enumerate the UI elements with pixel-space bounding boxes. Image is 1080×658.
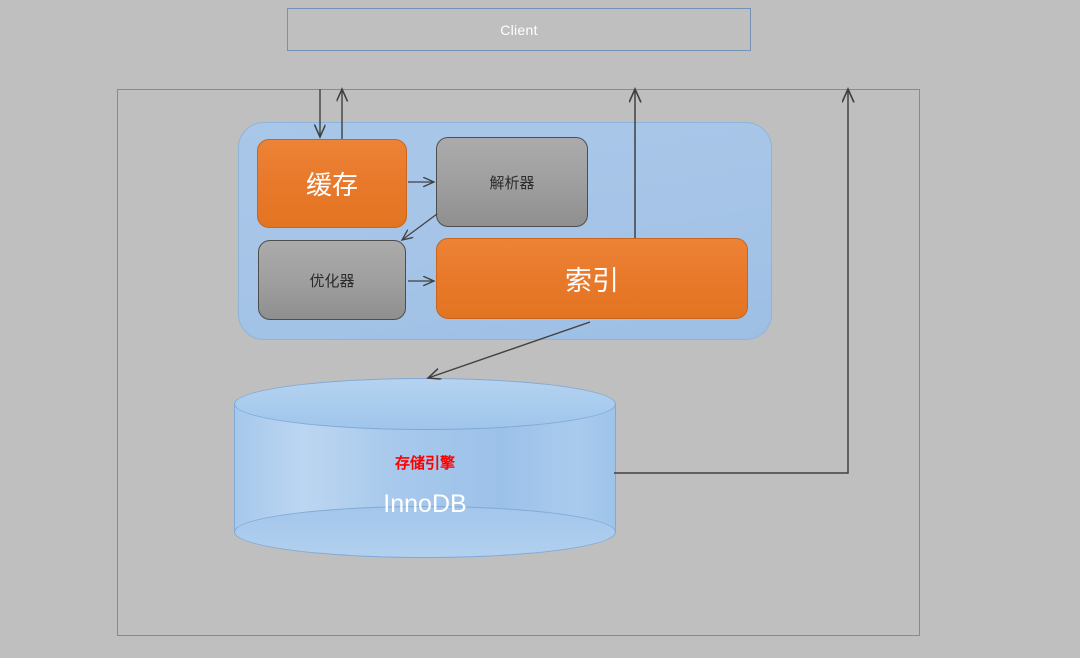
node-optimizer-label: 优化器 — [309, 272, 355, 290]
node-index-label: 索引 — [565, 266, 619, 296]
storage-engine-name: InnoDB — [383, 490, 467, 518]
client-box[interactable]: Client — [287, 8, 751, 51]
storage-engine-cylinder[interactable]: 存储引擎 InnoDB — [234, 378, 616, 558]
storage-engine-label: 存储引擎 — [394, 454, 455, 472]
node-cache[interactable]: 缓存 — [257, 139, 407, 228]
node-index[interactable]: 索引 — [436, 238, 748, 319]
system-boundary-frame — [117, 89, 920, 636]
node-cache-label: 缓存 — [305, 170, 358, 200]
cylinder-top-ellipse — [234, 378, 616, 430]
node-parser-label: 解析器 — [489, 174, 535, 192]
node-parser[interactable]: 解析器 — [436, 137, 588, 227]
node-optimizer[interactable]: 优化器 — [258, 240, 406, 320]
client-label: Client — [500, 21, 538, 38]
cylinder-bottom-ellipse — [234, 506, 616, 558]
